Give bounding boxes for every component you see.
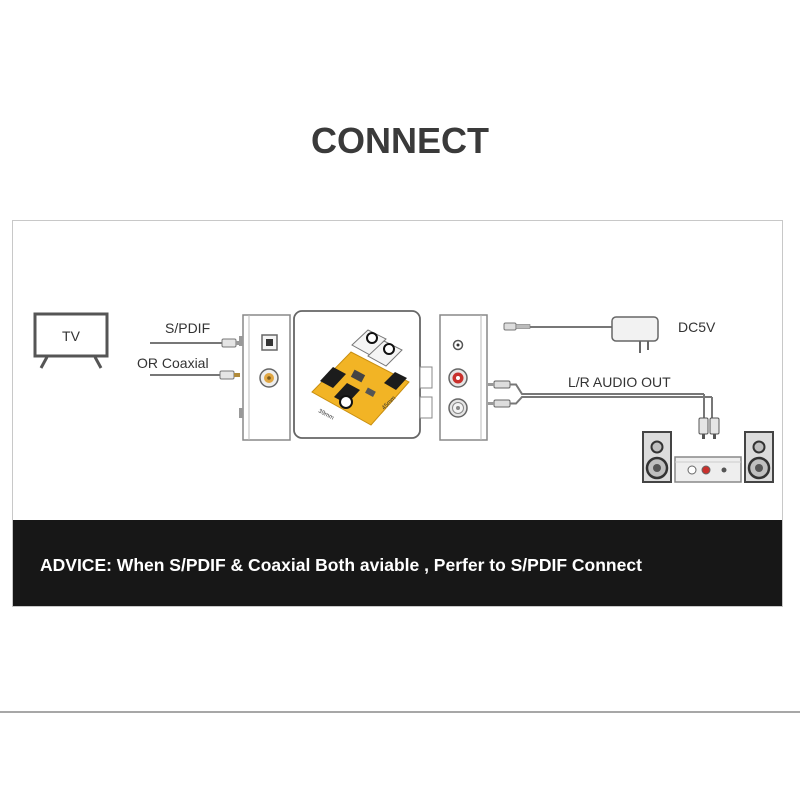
rca-audio-cable-icon: [488, 380, 720, 439]
right-speaker-icon: [744, 431, 774, 483]
page-title: CONNECT: [311, 120, 489, 161]
coaxial-cable-icon: [150, 370, 240, 380]
mounting-tab: [419, 366, 433, 389]
rca-red-port-icon: [448, 368, 468, 388]
audio-out-label: L/R AUDIO OUT: [568, 374, 671, 390]
left-speaker-icon: [642, 431, 672, 483]
converter-output-panel: [439, 314, 488, 441]
rca-white-port-icon: [448, 398, 468, 418]
coaxial-port-icon: [259, 368, 279, 388]
power-adapter-icon: [611, 316, 659, 353]
advice-text: ADVICE: When S/PDIF & Coaxial Both aviab…: [40, 555, 642, 575]
advice-band: [13, 520, 782, 606]
coaxial-label: OR Coaxial: [137, 355, 209, 371]
converter-input-panel: [239, 314, 291, 441]
pcb-board-icon: [311, 329, 410, 426]
spdif-label: S/PDIF: [165, 320, 210, 336]
power-cable-icon: [503, 322, 612, 331]
dc-jack-icon: [452, 339, 464, 351]
power-label: DC5V: [678, 319, 716, 335]
tv-icon: [33, 312, 109, 369]
mounting-tab: [419, 396, 433, 419]
optical-cable-icon: [150, 338, 241, 348]
amplifier-icon: [674, 456, 742, 483]
tv-label: TV: [62, 328, 81, 344]
